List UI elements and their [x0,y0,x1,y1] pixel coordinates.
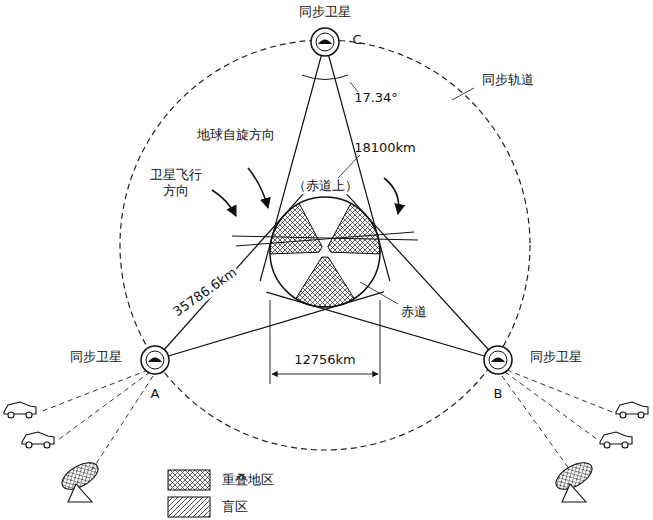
coverage-line [335,182,498,360]
rotation-label: 地球自旋方向 [197,127,275,143]
flight-label: 卫星飞行方向 [146,167,206,198]
satellite: 同步卫星B [483,345,513,375]
legend-swatch-hatch [168,497,210,517]
satellite-letter: C [352,32,361,48]
flight-arrow [212,190,236,216]
satellite-letter: A [151,386,160,402]
leader [360,282,398,304]
leader [338,155,360,178]
equator-label: 赤道 [401,304,427,320]
coverage-line [266,292,498,360]
coverage-line [260,42,325,281]
orbit [120,40,530,450]
angle-label: 17.34° [354,90,398,106]
rotation-arrow [248,168,268,208]
dimension-label: 12756km [292,352,358,368]
coverage-lines [155,42,498,360]
rotation-arrow [384,178,399,214]
link-lines [40,370,612,470]
distance-label: 18100km [354,140,416,156]
satellite-symbol [140,345,170,375]
equator-note: （赤道上） [291,178,360,194]
coverage-line [155,182,314,360]
satellite: 同步卫星C [310,27,340,57]
orbit-label: 同步轨道 [482,72,534,88]
leader [452,88,474,100]
overlap-region [270,203,322,253]
equator-line [236,232,414,246]
legend-text: 盲区 [222,498,248,516]
coverage-line [325,42,390,281]
satellite-symbol [483,345,513,375]
satellite-letter: B [494,386,503,402]
legend-text: 重叠地区 [222,471,274,489]
satellite-name: 同步卫星 [299,4,351,20]
satellite-name: 同步卫星 [70,349,122,365]
distance-label: 35786.6km [169,263,242,320]
legend-swatch-hatch [168,470,210,490]
satellite-name: 同步卫星 [530,349,582,365]
earth [270,197,380,307]
satellite-symbol [310,27,340,57]
dimension-line [272,374,378,375]
dimension-line [270,300,380,384]
satellite: 同步卫星A [140,345,170,375]
overlap-region [296,257,354,307]
overlap-region [328,203,380,253]
cars-and-dishes [4,402,648,502]
angle-arc [302,75,348,80]
